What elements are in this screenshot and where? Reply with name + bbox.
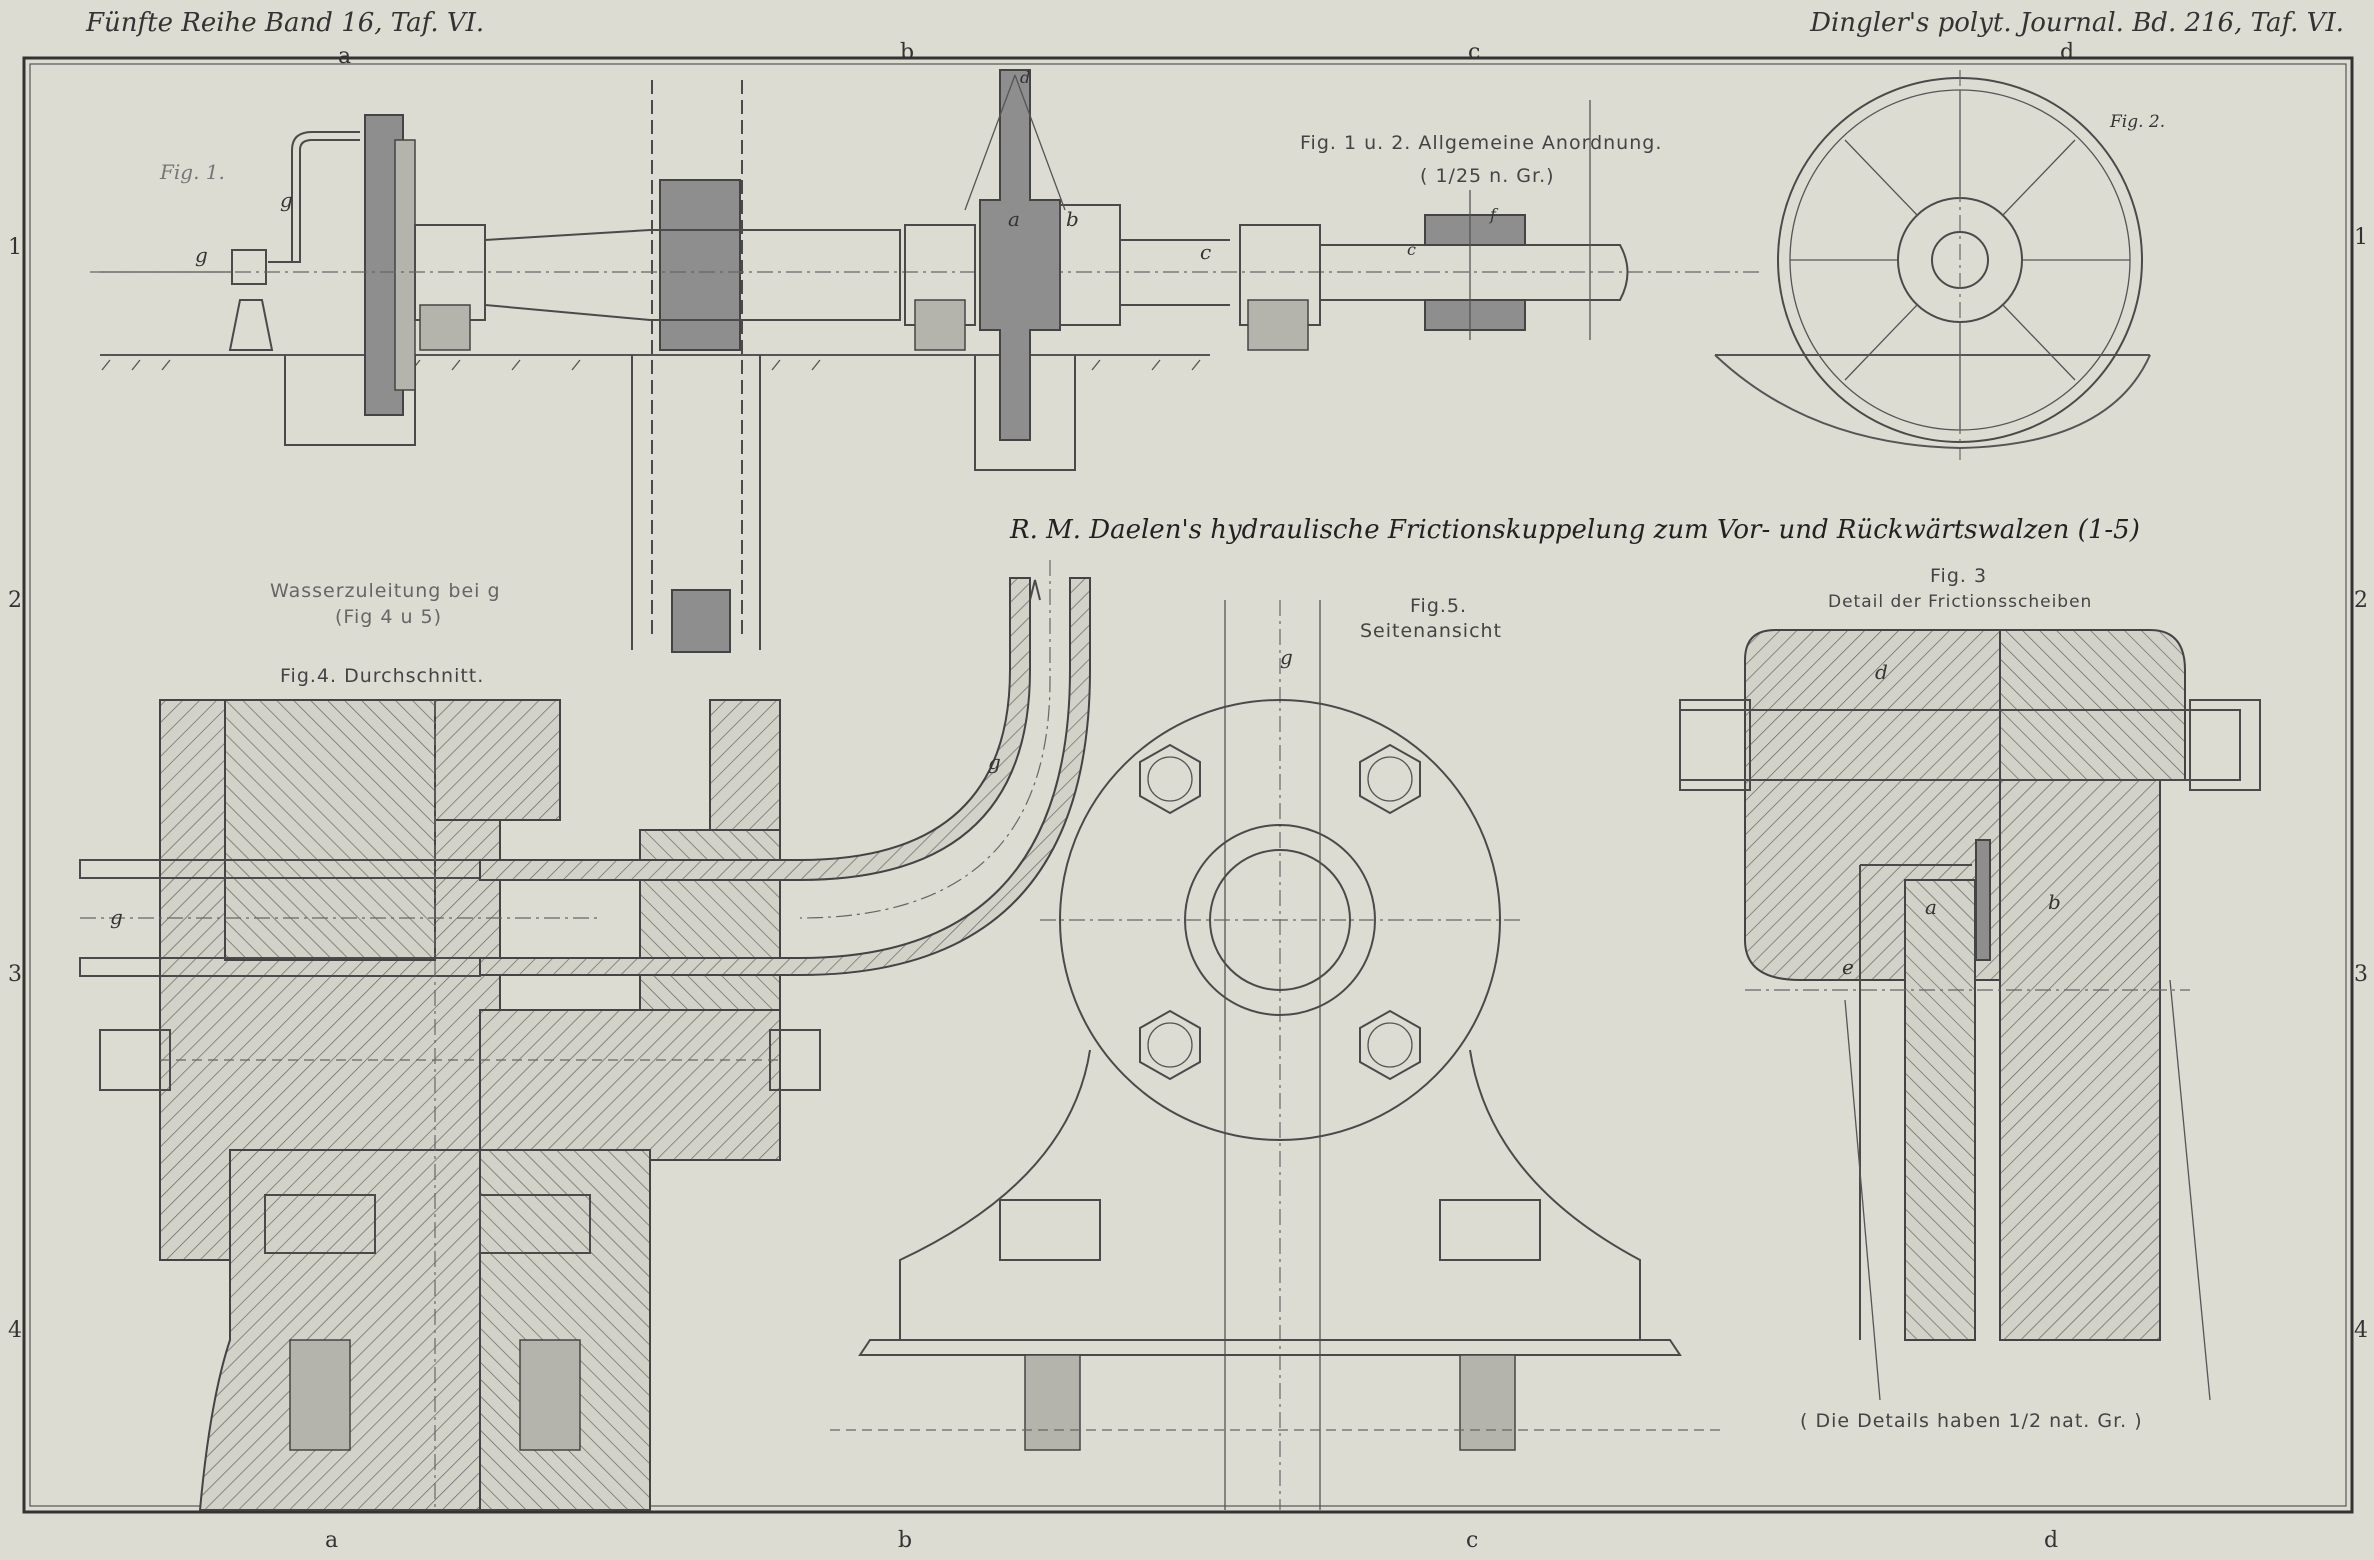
col-label-a-bottom: a (325, 1528, 339, 1553)
col-label-d-top: d (2060, 40, 2075, 65)
letter-g-fig1-pipe: g (280, 188, 293, 212)
row-label-2-left: 2 (8, 588, 22, 613)
fig3-detail (1679, 629, 2261, 1401)
col-label-c-bottom: c (1466, 1528, 1479, 1553)
row-label-2-right: 2 (2354, 588, 2368, 613)
col-label-b-top: b (900, 40, 915, 65)
fig12-caption: Fig. 1 u. 2. Allgemeine Anordnung. (1300, 132, 1663, 154)
letter-g-fig4: g (110, 905, 123, 929)
fig3-label: Fig. 3 (1930, 565, 1988, 587)
col-label-d-bottom: d (2044, 1528, 2059, 1553)
fig5-bolts (1139, 743, 1421, 1081)
letter-d-fig1: d (1020, 68, 1031, 87)
letter-c-fig1-shaft: c (1200, 240, 1212, 264)
col-label-b-bottom: b (898, 1528, 913, 1553)
letter-g-fig1-inlet: g (195, 243, 208, 267)
letter-f-fig1: f (1490, 205, 1496, 224)
letter-g-pipe: g (988, 750, 1001, 774)
fig5-side-view (830, 600, 1720, 1510)
water-caption: Wasserzuleitung bei g (270, 580, 501, 602)
fig12-scale: ( 1/25 n. Gr.) (1420, 165, 1555, 187)
fig3-caption: Detail der Frictionsscheiben (1828, 592, 2093, 612)
fig5-label: Fig.5. (1410, 595, 1468, 617)
row-label-1-left: 1 (8, 235, 22, 260)
col-label-c-top: c (1468, 40, 1481, 65)
fig4-caption: Fig.4. Durchschnitt. (280, 665, 485, 687)
details-note: ( Die Details haben 1/2 nat. Gr. ) (1800, 1410, 2143, 1432)
col-label-a-top: a (338, 44, 352, 69)
letter-b-fig3: b (2048, 890, 2061, 914)
outer-frame (22, 56, 2354, 1514)
row-label-1-right: 1 (2354, 225, 2368, 250)
letter-a-fig3: a (1925, 895, 1937, 919)
fig2-label: Fig. 2. (2110, 112, 2166, 132)
water-sub: (Fig 4 u 5) (335, 606, 443, 628)
fig4-section (79, 699, 821, 1511)
letter-e-fig3: e (1842, 955, 1854, 979)
letter-a-fig1: a (1008, 207, 1020, 231)
fig1-label: Fig. 1. (160, 160, 225, 184)
row-label-3-right: 3 (2354, 962, 2368, 987)
row-label-4-right: 4 (2354, 1318, 2368, 1343)
fig5-caption: Seitenansicht (1360, 620, 1503, 642)
row-label-4-left: 4 (8, 1318, 22, 1343)
header-right: Dingler's polyt. Journal. Bd. 216, Taf. … (1810, 8, 2344, 38)
fig2-wheel (1714, 70, 2151, 460)
header-left: Fünfte Reihe Band 16, Taf. VI. (86, 8, 485, 38)
row-label-3-left: 3 (8, 962, 22, 987)
letter-g-fig5: g (1280, 645, 1293, 669)
fig1-general-arrangement (90, 69, 2150, 653)
curved-pipe-g (479, 560, 1091, 976)
letter-b-fig1: b (1066, 207, 1079, 231)
plate-title: R. M. Daelen's hydraulische Frictionskup… (1010, 515, 2140, 545)
letter-c-fig1-sleeve: c (1407, 240, 1416, 259)
letter-d-fig3: d (1875, 660, 1888, 684)
inner-frame (29, 63, 2347, 1507)
